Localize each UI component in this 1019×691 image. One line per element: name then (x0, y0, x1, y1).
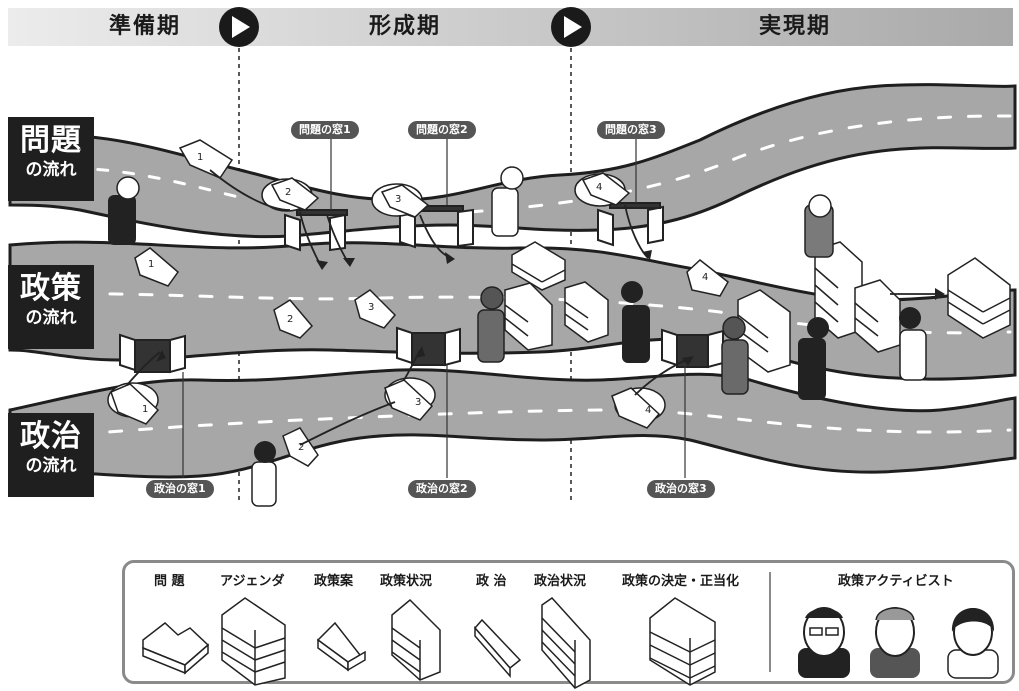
legend-problem-label: 問 題 (154, 574, 185, 589)
person-icon (477, 286, 505, 363)
person-icon (108, 176, 140, 245)
svg-text:4: 4 (702, 272, 708, 283)
problem-window-3-label: 問題の窓3 (597, 121, 665, 139)
legend-activist-label: 政策アクティビスト (838, 574, 954, 589)
politics-window-2-label: 政治の窓2 (408, 480, 476, 498)
svg-text:1: 1 (148, 259, 154, 270)
svg-text:3: 3 (395, 194, 401, 205)
stream-label-policy: 政策 の流れ (8, 265, 94, 349)
svg-text:3: 3 (415, 397, 421, 408)
problem-window-2-label: 問題の窓2 (408, 121, 476, 139)
phase-bar (8, 7, 1013, 47)
stream-label-politics-small: の流れ (25, 456, 77, 476)
legend-policy-situation-label: 政策状況 (380, 574, 433, 589)
legend-agenda-label: アジェンダ (220, 574, 285, 589)
gate-icon (661, 328, 724, 369)
person-icon (251, 441, 277, 507)
stream-label-politics: 政治 の流れ (8, 413, 94, 497)
gate-icon (399, 205, 474, 249)
svg-text:4: 4 (596, 182, 602, 193)
stream-label-problem-small: の流れ (25, 160, 77, 180)
politics-window-3-label: 政治の窓3 (647, 480, 715, 498)
problem-window-1-label: 問題の窓1 (291, 121, 359, 139)
svg-text:1: 1 (142, 404, 148, 415)
play-icon (219, 7, 259, 47)
svg-text:2: 2 (298, 442, 304, 453)
svg-text:1: 1 (197, 152, 203, 163)
svg-text:4: 4 (645, 405, 651, 416)
stream-label-problem: 問題 の流れ (8, 117, 94, 201)
person-icon (721, 316, 749, 395)
stream-label-policy-big: 政策 (20, 271, 82, 306)
person-icon (899, 307, 927, 381)
svg-text:2: 2 (285, 187, 291, 198)
svg-text:2: 2 (287, 314, 293, 325)
person-icon (804, 194, 834, 258)
gate-icon (396, 326, 461, 367)
stream-label-policy-small: の流れ (25, 308, 77, 328)
play-icon (551, 7, 591, 47)
phase-realization: 実現期 (758, 14, 831, 39)
legend-politics-label: 政 治 (476, 574, 507, 589)
stream-label-politics-big: 政治 (20, 419, 82, 454)
stream-label-problem-big: 問題 (20, 123, 82, 158)
legend-policy-proposal-label: 政策案 (314, 574, 354, 589)
legend-politics-situation-label: 政治状況 (534, 574, 587, 589)
gate-icon (119, 333, 186, 374)
politics-window-1-label: 政治の窓1 (146, 480, 214, 498)
phase-formation: 形成期 (368, 14, 441, 39)
svg-text:3: 3 (368, 302, 374, 313)
person-icon (491, 166, 524, 237)
block-icon (110, 139, 729, 467)
person-icon (621, 281, 650, 363)
gate-icon (597, 202, 664, 247)
phase-preparation: 準備期 (108, 14, 181, 39)
person-icon (798, 317, 829, 400)
politics-stream-road (8, 368, 1017, 479)
legend-decision-label: 政策の決定・正当化 (622, 574, 740, 589)
gate-icon (284, 209, 348, 252)
streams-illustration: 1 2 3 4 1 2 3 4 1 3 4 2 (8, 48, 1017, 507)
